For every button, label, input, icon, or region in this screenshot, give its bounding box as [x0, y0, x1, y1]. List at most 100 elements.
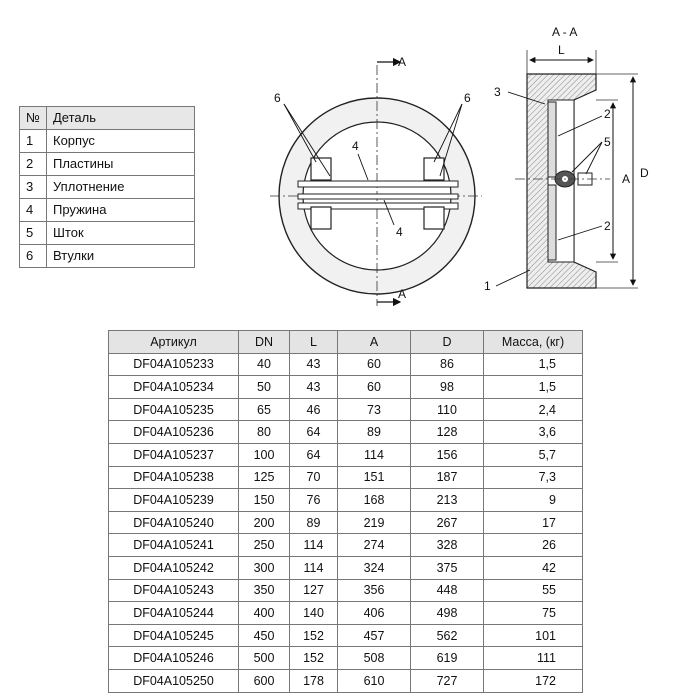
spec-header: A	[337, 330, 411, 354]
callout-3: 3	[494, 85, 501, 99]
spec-cell: 89	[289, 510, 338, 535]
spec-header: D	[410, 330, 484, 354]
leader-6-left	[283, 103, 317, 163]
spec-cell: DF04A105242	[108, 555, 239, 580]
spec-cell: 111	[483, 646, 583, 670]
spec-table: Артикул DN L A D Масса, (кг) DF04A105233…	[108, 330, 583, 693]
spec-header: Масса, (кг)	[483, 330, 583, 354]
spec-cell: DF04A105246	[108, 646, 239, 670]
spec-cell: 43	[289, 352, 338, 377]
spec-cell: DF04A105239	[108, 488, 239, 512]
dim-label-l: L	[558, 43, 565, 57]
leader-4-bottom	[383, 199, 395, 226]
spec-cell: 150	[238, 488, 290, 512]
spec-cell: 152	[289, 646, 338, 670]
spec-cell: 114	[337, 442, 411, 467]
parts-row: 3 Уплотнение	[19, 175, 195, 199]
spec-cell: 562	[410, 623, 484, 648]
spec-cell: 356	[337, 578, 411, 603]
spec-cell: 40	[238, 352, 290, 377]
spec-cell: DF04A105244	[108, 601, 239, 625]
spec-cell: DF04A105238	[108, 465, 239, 490]
spec-cell: 75	[483, 601, 583, 625]
section-mark-bottom: A	[398, 287, 406, 301]
spec-cell: 65	[238, 397, 290, 422]
spec-cell: DF04A105250	[108, 668, 239, 693]
spec-cell: 498	[410, 601, 484, 625]
parts-name: Корпус	[46, 129, 195, 153]
spec-cell: 1,5	[483, 352, 583, 377]
spec-cell: 168	[337, 488, 411, 512]
leader-5-b	[585, 141, 603, 175]
spec-cell: 500	[238, 646, 290, 670]
spec-cell: 128	[410, 420, 484, 444]
spec-cell: 274	[337, 533, 411, 557]
spec-cell: 151	[337, 465, 411, 490]
section-view: A - A L A D 3	[484, 25, 649, 293]
leader-6-right	[433, 103, 463, 163]
spec-cell: 172	[483, 668, 583, 693]
spec-header: DN	[238, 330, 290, 354]
spec-cell: 110	[410, 397, 484, 422]
spec-cell: DF04A105235	[108, 397, 239, 422]
parts-row: 5 Шток	[19, 221, 195, 245]
spec-cell: 50	[238, 375, 290, 399]
spec-cell: 619	[410, 646, 484, 670]
spec-cell: 213	[410, 488, 484, 512]
spec-cell: DF04A105245	[108, 623, 239, 648]
spec-cell: 46	[289, 397, 338, 422]
callout-6-right: 6	[464, 91, 471, 105]
spec-cell: 328	[410, 533, 484, 557]
spec-cell: 219	[337, 510, 411, 535]
bushing-top-left	[310, 157, 332, 181]
spec-cell: 508	[337, 646, 411, 670]
spec-cell: DF04A105243	[108, 578, 239, 603]
spec-cell: 98	[410, 375, 484, 399]
spec-cell: DF04A105241	[108, 533, 239, 557]
stem-bar	[297, 180, 459, 188]
plate-lower	[547, 184, 557, 261]
spec-cell: DF04A105237	[108, 442, 239, 467]
parts-num: 5	[19, 221, 47, 245]
spec-cell: 7,3	[483, 465, 583, 490]
section-mark-top: A	[398, 55, 406, 69]
spec-cell: 200	[238, 510, 290, 535]
parts-header-num: №	[19, 106, 47, 130]
spec-cell: 350	[238, 578, 290, 603]
spec-cell: 267	[410, 510, 484, 535]
dim-label-d: D	[640, 166, 649, 180]
spec-cell: 600	[238, 668, 290, 693]
spec-cell: 89	[337, 420, 411, 444]
callout-2-top: 2	[604, 107, 611, 121]
parts-name: Шток	[46, 221, 195, 245]
dim-label-a: A	[622, 172, 630, 186]
spec-cell: 457	[337, 623, 411, 648]
spec-cell: 76	[289, 488, 338, 512]
spec-cell: 140	[289, 601, 338, 625]
callout-5: 5	[604, 135, 611, 149]
leader-2-top	[557, 115, 603, 137]
leader-6-right-b	[439, 103, 463, 177]
spec-cell: 127	[289, 578, 338, 603]
spec-cell: 448	[410, 578, 484, 603]
stem-bar-lower	[297, 202, 459, 210]
bushing-bottom-left	[310, 206, 332, 230]
spec-cell: 400	[238, 601, 290, 625]
spec-cell: DF04A105236	[108, 420, 239, 444]
spec-cell: 80	[238, 420, 290, 444]
spec-cell: 100	[238, 442, 290, 467]
spec-cell: 114	[289, 555, 338, 580]
spec-header: Артикул	[108, 330, 239, 354]
spec-cell: 60	[337, 352, 411, 377]
callout-4-bottom: 4	[396, 225, 403, 239]
leader-2-bottom	[557, 225, 603, 241]
parts-num: 3	[19, 175, 47, 199]
spec-cell: 125	[238, 465, 290, 490]
